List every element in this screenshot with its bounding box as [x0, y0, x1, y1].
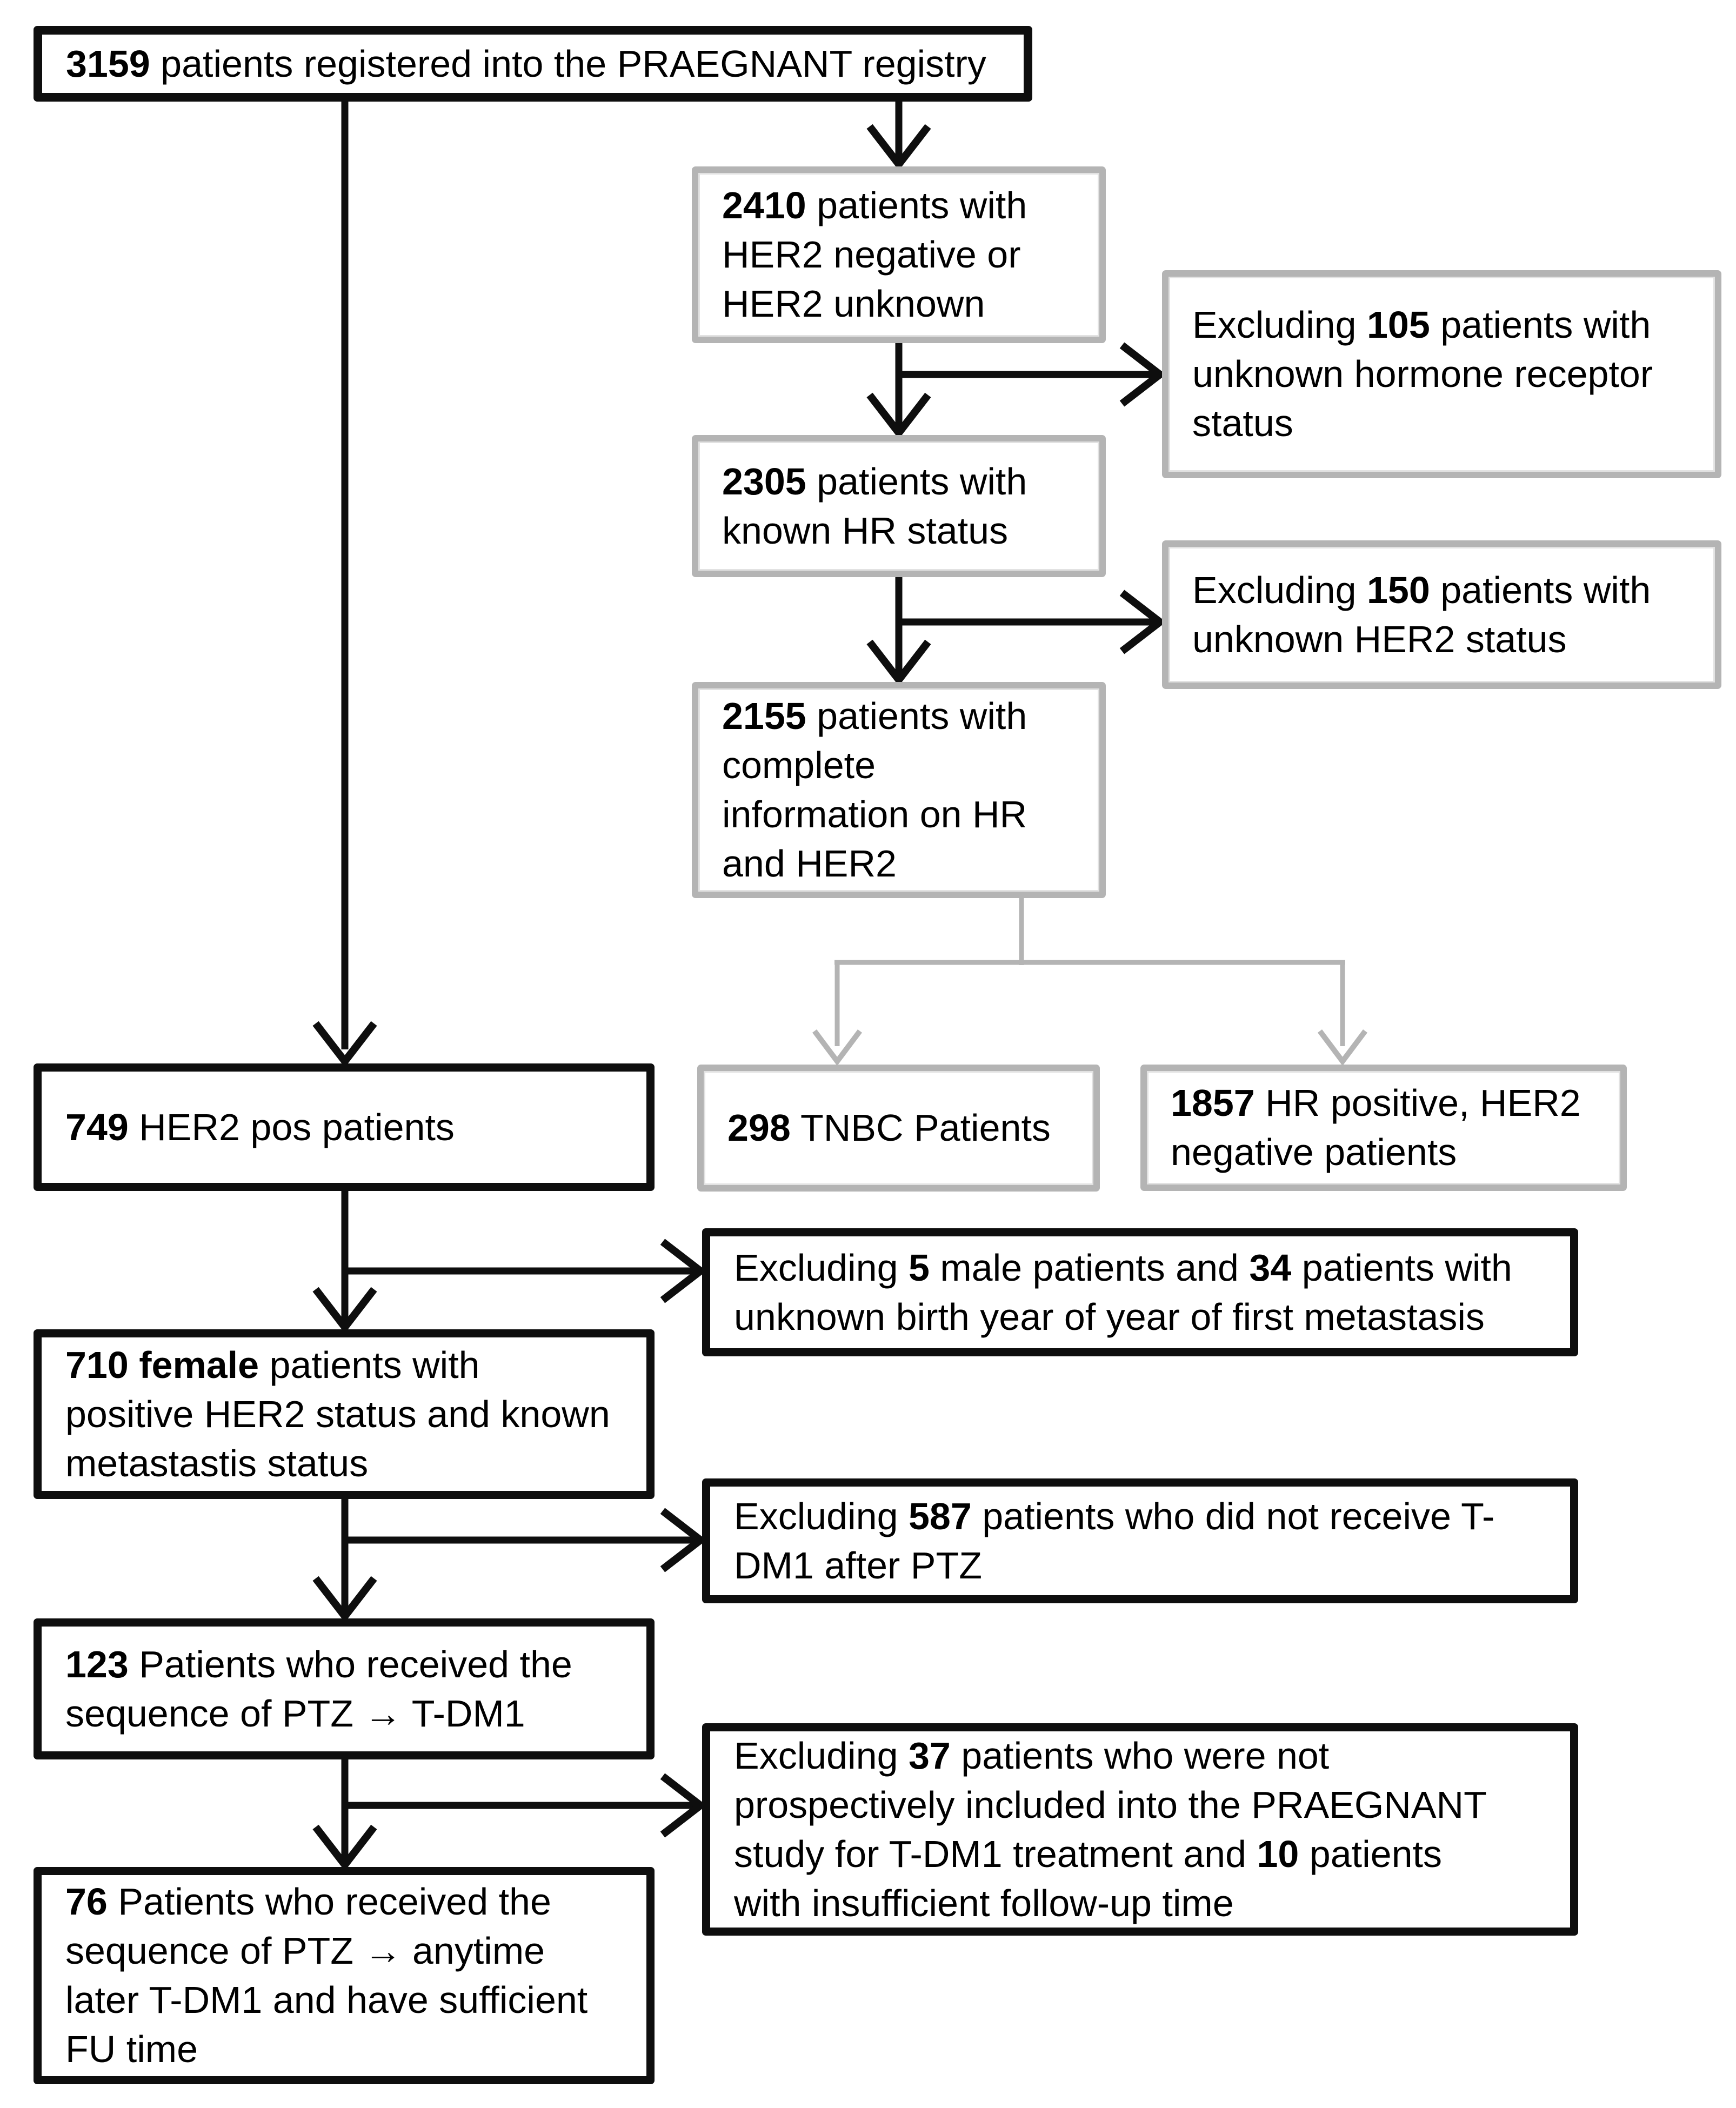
tnbc-count: 298: [727, 1107, 791, 1149]
excl5-prefix: Excluding: [734, 1246, 909, 1289]
box-known-hr-status-text: 2305 patients with known HR status: [698, 457, 1051, 556]
box-123-ptz-tdm1: 123 Patients who received the sequence o…: [34, 1618, 655, 1759]
arrowhead-into-female: [312, 1287, 377, 1334]
excl37-label: patients with insufficient follow-up tim…: [734, 1832, 1442, 1924]
arrowhead-into-123: [312, 1576, 377, 1623]
arrowhead-into-her2pos: [312, 1021, 377, 1068]
excl37-mid: patients who were not prospectively incl…: [734, 1734, 1487, 1875]
excl5-count: 5: [908, 1246, 930, 1289]
hrpos-count: 1857: [1171, 1082, 1255, 1124]
box-complete-information-text: 2155 patients with complete information …: [698, 692, 1051, 888]
excl34-count: 34: [1249, 1246, 1292, 1289]
box-her2-pos: 749 HER2 pos patients: [34, 1063, 655, 1191]
box-excluding-105: Excluding 105 patients with unknown horm…: [1162, 270, 1721, 478]
ptz-anytime-label-2: anytime later T-DM1 and have sufficient …: [65, 1930, 588, 2070]
excl37-prefix: Excluding: [734, 1734, 909, 1777]
arrowhead-into-excluding-105: [1119, 342, 1166, 407]
completeinfo-count: 2155: [722, 695, 806, 737]
box-excluding-5-male-34-unknown: Excluding 5 male patients and 34 patient…: [702, 1228, 1578, 1356]
arrowhead-into-excluding-150: [1119, 590, 1166, 654]
ptz-tdm1-label-2: T-DM1: [402, 1692, 525, 1735]
arrowhead-into-excluding-587: [660, 1508, 707, 1572]
excl150-count: 150: [1366, 568, 1430, 611]
box-710-female: 710 female patients with positive HER2 s…: [34, 1329, 655, 1499]
excl587-count: 587: [908, 1495, 972, 1537]
right-arrow-glyph: →: [364, 1692, 402, 1735]
excl587-label: patients who did not receive T- DM1 afte…: [734, 1495, 1495, 1587]
box-76-ptz-anytime-tdm1-text: 76 Patients who received the sequence of…: [42, 1877, 611, 2074]
box-excluding-105-text: Excluding 105 patients with unknown horm…: [1169, 300, 1677, 448]
arrowhead-into-excluding-5-34: [660, 1239, 707, 1303]
her2pos-count: 749: [65, 1106, 129, 1148]
box-tnbc: 298 TNBC Patients: [697, 1065, 1100, 1192]
excl105-prefix: Excluding: [1192, 304, 1367, 346]
box-excluding-587-text: Excluding 587 patients who did not recei…: [710, 1492, 1518, 1590]
box-known-hr-status: 2305 patients with known HR status: [692, 435, 1106, 577]
tnbc-label: TNBC Patients: [790, 1107, 1051, 1149]
excl150-label: patients with unknown HER2 status: [1192, 568, 1651, 660]
excl105-label: patients with unknown hormone receptor s…: [1192, 304, 1653, 444]
box-123-ptz-tdm1-text: 123 Patients who received the sequence o…: [42, 1640, 596, 1738]
box-hr-positive-her2-negative-text: 1857 HR positive, HER2 negative patients: [1147, 1079, 1605, 1177]
knownhr-count: 2305: [722, 460, 806, 503]
female-label: patients with positive HER2 status and k…: [65, 1343, 610, 1484]
box-registry: 3159 patients registered into the PRAEGN…: [34, 26, 1032, 102]
her2neg-label: patients with HER2 negative or HER2 unkn…: [722, 184, 1027, 325]
excl150-prefix: Excluding: [1192, 568, 1367, 611]
arrowhead-into-76: [312, 1824, 377, 1871]
arrowhead-into-hrpos: [1318, 1029, 1367, 1066]
box-710-female-text: 710 female patients with positive HER2 s…: [42, 1341, 634, 1488]
registry-label: patients registered into the PRAEGNANT r…: [150, 42, 986, 85]
box-excluding-37-10: Excluding 37 patients who were not prosp…: [702, 1723, 1578, 1936]
her2neg-count: 2410: [722, 184, 806, 226]
box-tnbc-text: 298 TNBC Patients: [704, 1103, 1074, 1153]
box-76-ptz-anytime-tdm1: 76 Patients who received the sequence of…: [34, 1867, 655, 2084]
excl105-count: 105: [1366, 304, 1430, 346]
ptz-tdm1-count: 123: [65, 1643, 129, 1685]
box-hr-positive-her2-negative: 1857 HR positive, HER2 negative patients: [1140, 1065, 1627, 1191]
excl5-mid: male patients and: [929, 1246, 1250, 1289]
box-excluding-37-10-text: Excluding 37 patients who were not prosp…: [710, 1731, 1511, 1928]
registry-count: 3159: [66, 42, 150, 85]
excl5-label: patients with unknown birth year of year…: [734, 1246, 1512, 1338]
knownhr-label: patients with known HR status: [722, 460, 1027, 552]
right-arrow-glyph: →: [364, 1930, 402, 1972]
hrpos-label: HR positive, HER2 negative patients: [1171, 1082, 1581, 1173]
her2pos-label: HER2 pos patients: [128, 1106, 455, 1148]
box-registry-text: 3159 patients registered into the PRAEGN…: [42, 39, 1010, 89]
ptz-anytime-count: 76: [65, 1881, 108, 1923]
arrowhead-into-tnbc: [812, 1029, 862, 1066]
box-her2-negative-or-unknown: 2410 patients with HER2 negative or HER2…: [692, 166, 1106, 343]
box-excluding-150-text: Excluding 150 patients with unknown HER2…: [1169, 566, 1674, 664]
ptz-tdm1-label-1: Patients who received the sequence of PT…: [65, 1643, 572, 1735]
box-complete-information: 2155 patients with complete information …: [692, 682, 1106, 898]
female-count: 710 female: [65, 1343, 259, 1386]
excl587-prefix: Excluding: [734, 1495, 909, 1537]
ptz-anytime-label-1: Patients who received the sequence of PT…: [65, 1881, 551, 1972]
arrowhead-into-excluding-37-10: [660, 1773, 707, 1838]
box-excluding-587: Excluding 587 patients who did not recei…: [702, 1478, 1578, 1603]
completeinfo-label: patients with complete information on HR…: [722, 695, 1027, 885]
arrowhead-into-knownhr: [866, 392, 931, 439]
arrowhead-into-completeinfo: [866, 639, 931, 686]
box-her2-negative-or-unknown-text: 2410 patients with HER2 negative or HER2…: [698, 181, 1051, 329]
box-her2-pos-text: 749 HER2 pos patients: [42, 1103, 478, 1152]
excl37-count: 37: [908, 1734, 951, 1777]
excl10-count: 10: [1257, 1832, 1299, 1875]
box-excluding-150: Excluding 150 patients with unknown HER2…: [1162, 540, 1721, 689]
arrowhead-into-her2neg: [866, 124, 931, 171]
box-excluding-5-male-34-unknown-text: Excluding 5 male patients and 34 patient…: [710, 1243, 1536, 1342]
